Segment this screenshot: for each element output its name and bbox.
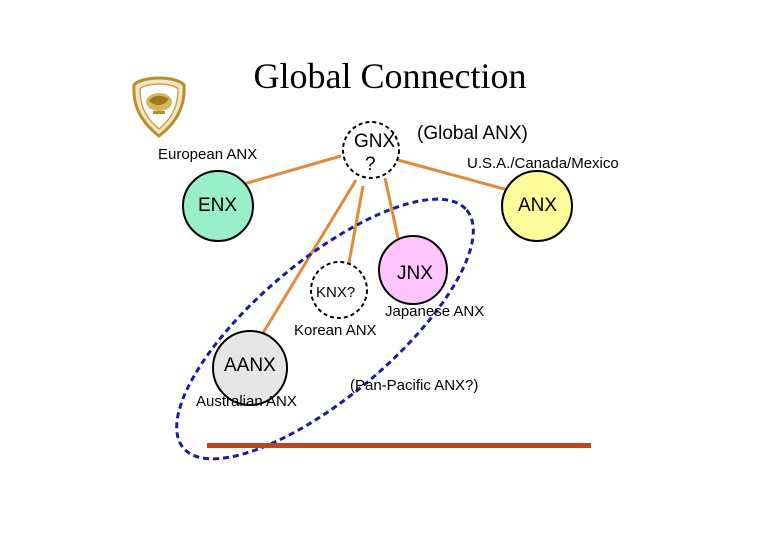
pan-pacific-anx-caption: (Pan-Pacific ANX?) <box>350 377 479 394</box>
gnx-node-question: ? <box>365 154 376 175</box>
link-gnx-knx <box>346 185 365 269</box>
aanx-node-label: AANX <box>224 355 276 376</box>
aanx-node-circle <box>212 330 288 406</box>
link-gnx-enx <box>229 154 342 190</box>
japanese-anx-caption: Japanese ANX <box>385 303 485 320</box>
jnx-node-circle <box>378 235 448 305</box>
global-anx-caption: (Global ANX) <box>417 123 528 144</box>
shield-logo-icon <box>132 76 186 138</box>
page-title: Global Connection <box>253 56 527 96</box>
gnx-node-label: GNX <box>354 131 396 152</box>
link-gnx-anx <box>397 158 516 194</box>
jnx-node-label: JNX <box>397 263 433 284</box>
usa-anx-caption: U.S.A./Canada/Mexico <box>467 155 619 172</box>
pan-pacific-region-outline <box>175 197 475 461</box>
enx-node-circle <box>182 170 254 242</box>
anx-node-label: ANX <box>518 195 558 216</box>
european-anx-caption: European ANX <box>158 146 258 163</box>
link-gnx-aanx <box>258 179 358 339</box>
anx-node-circle <box>501 170 573 242</box>
knx-node-label: KNX? <box>316 284 356 301</box>
link-gnx-jnx <box>383 177 400 239</box>
enx-node-label: ENX <box>198 195 238 216</box>
connection-lines <box>229 154 516 339</box>
australian-anx-caption: Australian ANX <box>196 393 297 410</box>
knx-node-circle <box>310 261 368 319</box>
bottom-bar <box>207 443 591 448</box>
korean-anx-caption: Korean ANX <box>294 322 377 339</box>
gnx-node-circle <box>342 121 400 179</box>
